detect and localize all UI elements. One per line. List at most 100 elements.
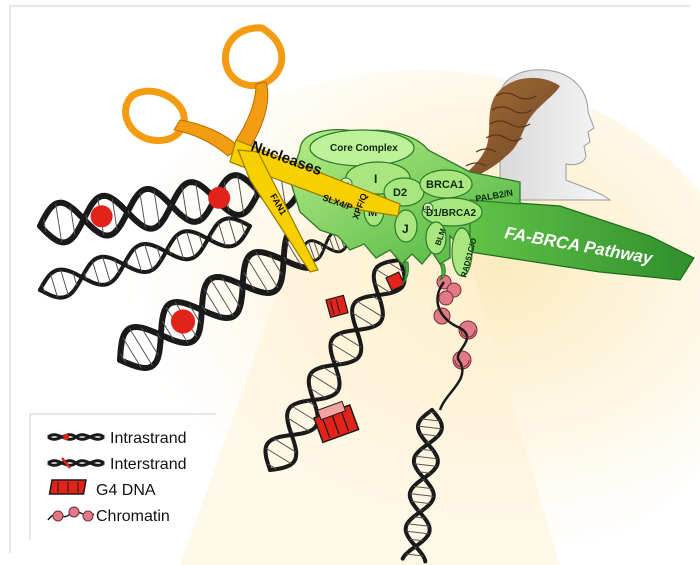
dna-helix-lower-rung [209, 234, 214, 242]
g4-dna-blocks [313, 271, 406, 444]
dna-helix-g4-top-rung [313, 240, 320, 258]
dna-helix-top-rung [181, 186, 188, 220]
dna-helix-lower-rung [228, 218, 237, 245]
subunit-brca1-label: BRCA1 [426, 179, 464, 191]
dna-helix-chromatin-tail [400, 408, 444, 564]
dna-helix-chromatin-tail-rung [406, 553, 424, 557]
dna-helix-lower-rung [60, 269, 69, 296]
dna-helix-g4-rung [310, 373, 339, 392]
dna-helix-chromatin-tail-rung [417, 425, 442, 430]
dna-helix-top-rung [111, 198, 118, 231]
dna-helix-middle-rung [129, 328, 153, 367]
subunit-d2-label: D2 [393, 187, 407, 199]
dna-helix-g4-top-rung [332, 232, 341, 252]
ub-bubble [422, 202, 434, 214]
dna-helix-top-lesion [90, 205, 113, 228]
dna-helix-top-lesion [208, 186, 231, 209]
dna-helix-lower [38, 216, 252, 300]
dna-helix-chromatin-tail-rung [420, 448, 434, 452]
intrastrand-icon [47, 433, 105, 441]
dna-helix-chromatin-tail-rung [414, 455, 438, 460]
interstrand-icon [47, 457, 105, 469]
scissors-handle-upper [221, 24, 286, 90]
dna-helix-middle [117, 229, 314, 372]
subunit-m-label: M [368, 207, 377, 219]
subunit-blm [425, 221, 447, 255]
dna-helix-chromatin-tail-rung [428, 411, 435, 414]
dna-helix-lower-rung [240, 221, 246, 235]
dna-helix-chromatin-tail-rung [418, 471, 431, 474]
dna-helix-g4-top-rung [319, 243, 324, 252]
pathway-arrow [416, 195, 695, 281]
subunit-i-label: I [374, 172, 377, 186]
dna-helix-g4-rung [273, 438, 297, 453]
dna-helix-middle-rung [246, 258, 270, 294]
light-glow [90, 70, 700, 565]
dna-helix-g4-top-rung [325, 243, 328, 248]
dna-helix-g4-rung [306, 400, 316, 407]
dna-helix-lower-rung [83, 272, 88, 280]
dna-helix-middle-rung [283, 256, 287, 262]
nucleases-blade [229, 139, 401, 217]
dna-helix-lower-rung [134, 248, 142, 272]
dna-helix-middle-rung [221, 277, 241, 308]
dna-helix-chromatin-tail-rung [405, 530, 429, 535]
dna-helix-g4-top-rung [328, 236, 335, 252]
dna-helix-chromatin-tail-rung [421, 418, 441, 422]
dna-helix-middle-rung [201, 305, 207, 313]
subunit-j [394, 209, 418, 243]
dna-helix-lower-rung [186, 231, 195, 258]
hair-waves [465, 92, 537, 167]
dna-helix-g4-rung [309, 387, 326, 399]
chromatin-beads [433, 274, 478, 411]
dna-helix-lower-rung [92, 261, 100, 285]
dna-helix-lower-rung [50, 273, 58, 298]
dna-helix-chromatin-tail-rung [413, 485, 432, 490]
dna-helix-g4-rung [338, 333, 362, 348]
dna-helix-g4-rung [322, 366, 339, 378]
dna-helix-top-rung [55, 203, 63, 243]
legend-label-intrastrand: Intrastrand [110, 430, 186, 447]
legend: Intrastrand Interstrand G4 DNA Chromatin [29, 413, 216, 540]
dna-helix-chromatin-tail-rung [407, 523, 430, 527]
dna-helix-middle-rung [119, 353, 127, 363]
dna-helix-chromatin-tail-rung [417, 509, 423, 511]
dna-helix-g4-rung [265, 447, 292, 465]
dna-helix-middle-rung [141, 327, 159, 356]
dna-helix-middle-rung [210, 278, 234, 317]
legend-label-chromatin: Chromatin [96, 508, 170, 525]
dna-helix-middle-rung [122, 337, 142, 368]
woman-hair [448, 77, 560, 188]
dna-helix-g4-rung [267, 463, 277, 470]
dna-helix-middle-rung [203, 288, 223, 318]
dna-helix-chromatin-tail-rung [409, 493, 434, 497]
scissors-handle-lower [122, 87, 188, 145]
dna-helix-chromatin-tail-rung [411, 500, 431, 505]
fa-core-complex: FA-BRCA Pathway Core Complex I D2 M J BR… [289, 129, 695, 285]
dna-helix-top-rung [153, 190, 160, 225]
subunit-d1-brca2 [421, 197, 483, 227]
dna-helix-middle-rung [285, 240, 303, 268]
dna-helix-g4-rung [351, 312, 375, 327]
ub-label: UB [423, 206, 431, 212]
dna-helix-middle-rung [188, 304, 202, 324]
dna-helix-middle-rung [156, 333, 162, 340]
dna-helix-g4-rung [286, 417, 310, 432]
dna-helix-g4 [263, 258, 407, 472]
dna-helix-top-rung [139, 192, 146, 228]
dna-helix-g4-rung [387, 261, 404, 273]
dna-helix-top-rung [43, 218, 47, 232]
dna-helix-top-rung [253, 186, 257, 199]
dna-helix-middle-rung [237, 282, 243, 291]
woman-figure [448, 69, 612, 201]
dna-helix-g4-strand [263, 258, 407, 472]
dna-helix-lower-rung [125, 259, 130, 267]
dna-helix-top-rung [195, 182, 202, 220]
dna-helix-g4-rung [291, 405, 318, 423]
nuclease-scissors: Nucleases SLX4/P XPF/Q FAN1 [122, 24, 401, 273]
dna-helix-middle-rung [255, 251, 279, 289]
dna-helix-top-rung [85, 214, 88, 223]
dna-helix-chromatin-tail-rung [409, 538, 424, 542]
dna-helix-g4-top-rung [307, 241, 316, 261]
subunit-rad51c [451, 227, 473, 277]
